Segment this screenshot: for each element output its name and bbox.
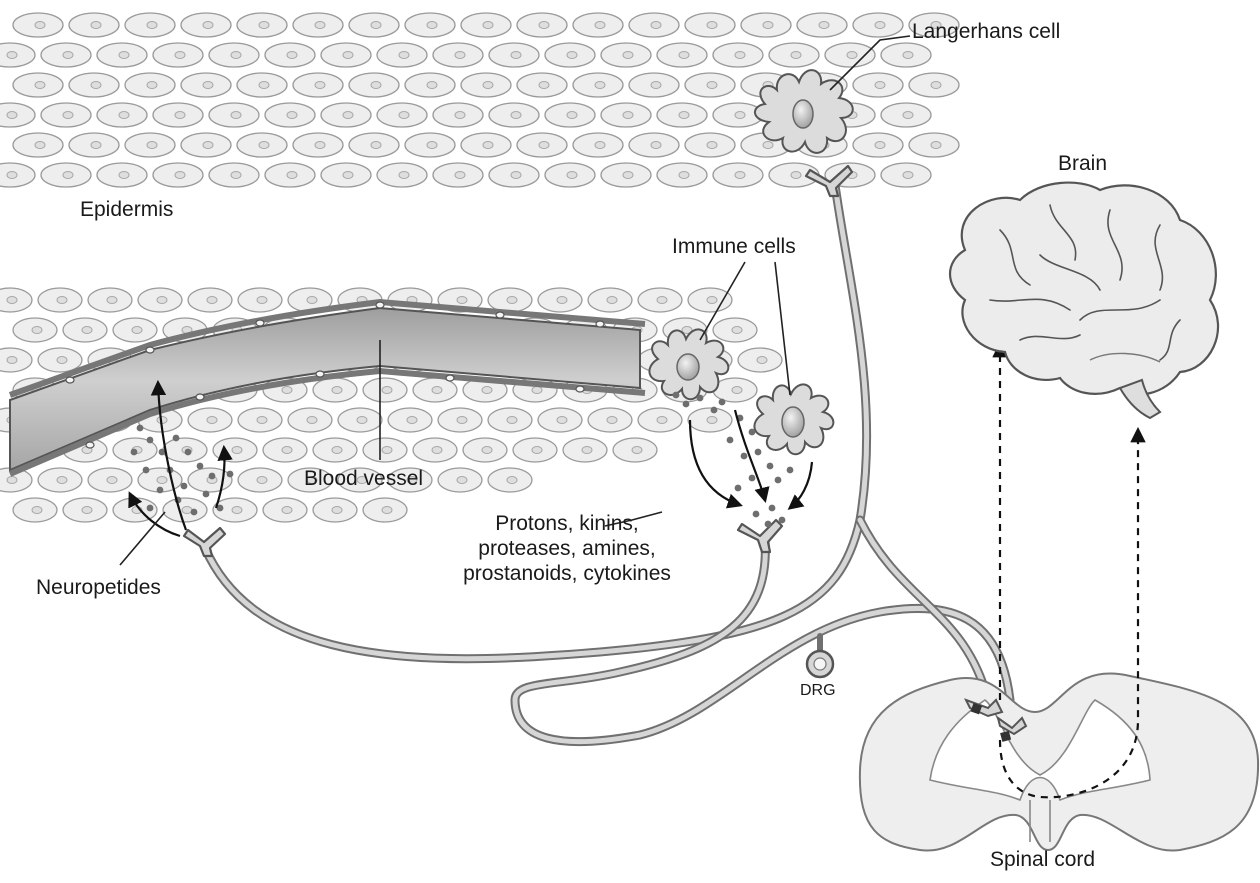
nerve-ending-neuropeptide xyxy=(184,528,225,556)
sensory-nerve-fibers xyxy=(205,185,1010,742)
drg-ganglion xyxy=(807,651,833,677)
label-immune-cells: Immune cells xyxy=(672,235,796,260)
label-blood-vessel: Blood vessel xyxy=(304,467,423,492)
label-spinal-cord: Spinal cord xyxy=(990,848,1095,873)
label-mediators: Protons, kinins, proteases, amines, pros… xyxy=(432,512,702,586)
spinal-cord xyxy=(860,674,1258,851)
label-brain: Brain xyxy=(1058,152,1107,177)
label-neuropeptides: Neuropetides xyxy=(36,576,161,601)
label-mediators-line-3: prostanoids, cytokines xyxy=(432,562,702,587)
label-mediators-line-2: proteases, amines, xyxy=(432,537,702,562)
label-epidermis: Epidermis xyxy=(80,198,173,223)
label-mediators-line-1: Protons, kinins, xyxy=(432,512,702,537)
label-drg: DRG xyxy=(800,682,836,701)
immune-cell-2 xyxy=(754,384,833,454)
immune-cell-1 xyxy=(649,329,728,399)
brain xyxy=(950,183,1218,418)
nerve-ending-immune xyxy=(738,520,782,552)
label-langerhans-cell: Langerhans cell xyxy=(912,20,1060,45)
